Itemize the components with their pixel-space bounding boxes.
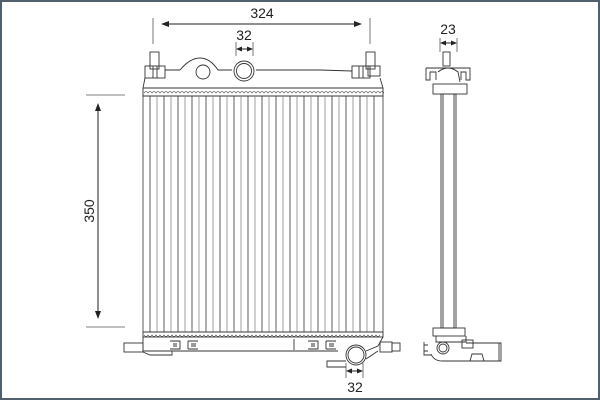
top-inlet-label: 32	[236, 27, 252, 43]
dimension-depth: 23	[439, 21, 458, 52]
dimension-top-inlet: 32	[235, 27, 254, 56]
bottom-outlet-label: 32	[347, 379, 363, 395]
dimension-width: 324	[152, 5, 371, 44]
side-view	[423, 51, 502, 362]
dimension-bottom-outlet: 32	[345, 363, 364, 395]
depth-label: 23	[440, 21, 456, 37]
width-label: 324	[250, 5, 274, 21]
dimension-height: 350	[81, 94, 125, 328]
height-label: 350	[81, 199, 97, 223]
radiator-core	[142, 95, 384, 333]
bottom-tank	[123, 331, 401, 368]
top-tank	[142, 51, 385, 97]
